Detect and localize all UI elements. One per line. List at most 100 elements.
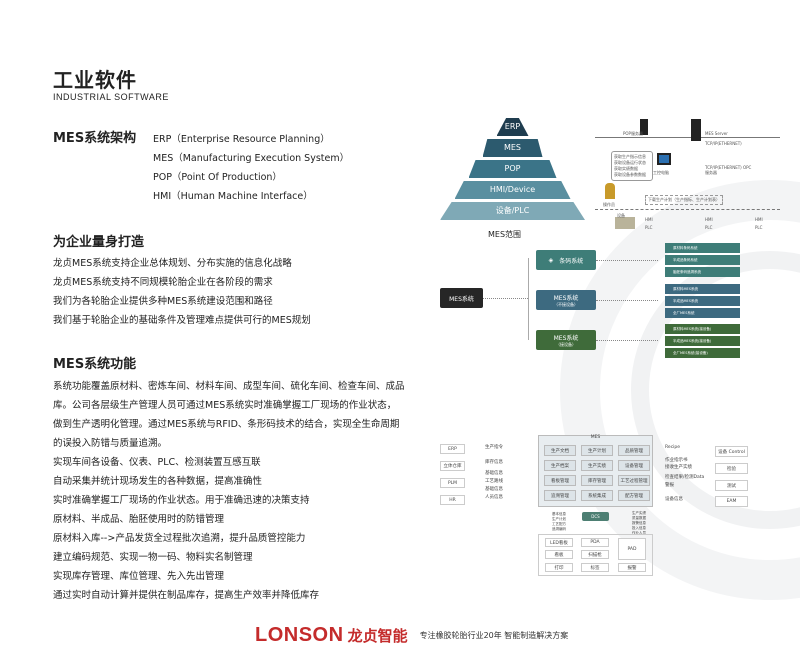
workstation-label: 工控电脑 — [653, 170, 669, 175]
functions-paragraph: 系统功能覆盖原材料、密炼车间、材料车间、成型车间、硫化车间、检查车间、成品库。公… — [53, 381, 405, 449]
list-item: 通过实时自动计算并提供在制品库存，提高生产效率并降低库存 — [53, 590, 320, 601]
pyramid-level-mes: MES — [482, 139, 543, 157]
device-item: 看板 — [545, 550, 573, 559]
plc-label: PLC — [755, 225, 763, 230]
mes-module: 生产文档 — [544, 445, 576, 456]
flow-label: 生产指令 — [485, 445, 503, 450]
external-system: HR — [440, 495, 465, 505]
list-item: 我们为各轮胎企业提供多种MES系统建设范围和路径 — [53, 296, 273, 307]
custom-list: 龙贞MES系统支持企业总体规划、分布实施的信息化战略 龙贞MES系统支持不同规模… — [53, 254, 403, 330]
external-system: 检验 — [715, 463, 748, 474]
list-item: 建立编码规范、实现一物一码、物料实名制管理 — [53, 552, 253, 563]
pyramid-level-hmi: HMI/Device — [454, 181, 571, 199]
list-item: MES（Manufacturing Execution System） — [153, 153, 350, 164]
architecture-heading: MES系统架构 — [53, 131, 137, 146]
flow-label: 生产计划 — [552, 517, 566, 521]
footer: LONSON 龙贞智能 专注橡胶轮胎行业20年 智能制造解决方案 — [255, 624, 568, 647]
mes-module: 设备管理 — [618, 460, 650, 471]
mes-server-label: MES Server — [705, 131, 728, 136]
list-item: 龙贞MES系统支持不同规模轮胎企业在各阶段的需求 — [53, 277, 273, 288]
note: 获取设备参数数据 — [614, 172, 646, 177]
pyramid-level-pop: POP — [468, 160, 557, 178]
device-item: 扫描枪 — [581, 550, 609, 559]
external-system: 测试 — [715, 480, 748, 491]
branch-sublabel: （接设备） — [556, 341, 576, 347]
hmi-label: HMI — [705, 217, 713, 222]
protocol-label: TCP/IP(ETHERNET) OPC服务器 — [705, 165, 752, 175]
mes-function-diagram: ERP 立体仓库 PLM HR 生产指令 库存信息 基础信息 工艺路线 基础信息… — [440, 432, 750, 577]
background-arc — [560, 180, 800, 600]
page-subtitle: INDUSTRIAL SOFTWARE — [53, 92, 169, 102]
background-arcs — [560, 180, 800, 600]
logo-cn: 龙贞智能 — [347, 627, 408, 645]
tree-leaf: 半成品MES系统(接设备) — [665, 336, 740, 346]
list-item: 原材料、半成品、胎胚使用时的防错管理 — [53, 514, 225, 525]
flow-label: 追溯编码 — [552, 527, 566, 531]
flow-label: 设备信息 — [665, 497, 683, 502]
flow-label: 基本信息 — [552, 512, 566, 516]
pyramid-level-device: 设备/PLC — [440, 202, 585, 220]
workstation-icon — [657, 153, 671, 165]
flow-label: 检查结果/检测Data — [665, 475, 705, 480]
flow-label: 报警信息 — [632, 521, 646, 525]
flow-label: 作业人员 — [632, 531, 646, 535]
mes-module: 工艺过程管理 — [618, 475, 650, 486]
down-flow-left: 基本信息生产计划工艺配方追溯编码 — [552, 512, 566, 532]
flow-label: 警报 — [665, 483, 674, 488]
flow-label: 工艺配方 — [552, 522, 566, 526]
device-item: PAD — [618, 538, 646, 560]
tree-leaf: 全厂MES系统(接设备) — [665, 348, 740, 358]
pyramid-level-erp: ERP — [496, 118, 529, 136]
mes-module: 生产实绩 — [581, 460, 613, 471]
flow-label: Recipe — [665, 445, 681, 450]
device-item: LED看板 — [545, 538, 573, 547]
server-icon — [640, 119, 648, 135]
plc-label: PLC — [705, 225, 713, 230]
list-item: POP（Point Of Production） — [153, 172, 282, 183]
tree-leaf: 胎胚条码追溯系统 — [665, 267, 740, 277]
list-item: 实时准确掌握工厂现场的作业状态。用于准确迅速的决策支持 — [53, 495, 310, 506]
hmi-label: HMI — [755, 217, 763, 222]
custom-heading: 为企业量身打造 — [53, 235, 145, 250]
external-system: 立体仓库 — [440, 461, 465, 471]
branch-label: 条码系统 — [559, 257, 584, 265]
external-system: EAM — [715, 496, 748, 507]
flow-label: 库存信息 — [485, 460, 503, 465]
plc-label: PLC — [645, 225, 653, 230]
logo: LONSON — [255, 624, 344, 646]
functions-list: 实现车间各设备、仪表、PLC、检测装置互感互联 自动采集并统计现场发生的各种数据… — [53, 453, 403, 605]
flow-label: 接收生产实绩 — [665, 465, 692, 470]
tree-leaf: 原材料MES系统 — [665, 284, 740, 294]
list-item: 我们基于轮胎企业的基础条件及管理难点提供可行的MES规划 — [53, 315, 311, 326]
slogan: 专注橡胶轮胎行业20年 智能制造解决方案 — [419, 631, 569, 640]
branch-label: MES系统 — [553, 334, 579, 342]
mes-module: 系统集成 — [581, 490, 613, 501]
mes-system-tree: MES系统 ◈条码系统 MES系统（不接设备） MES系统（接设备） 原材料条码… — [440, 240, 740, 362]
flow-label: 基础信息 — [485, 471, 503, 476]
tree-root: MES系统 — [440, 288, 483, 308]
tree-leaf: 原材料MES系统(接设备) — [665, 324, 740, 334]
list-item: 实现库存管理、库位管理、先入先出管理 — [53, 571, 225, 582]
dispatch-label: 下载生产计划（生产指标、生产计划表） — [645, 195, 723, 205]
flow-label: 基础信息 — [485, 487, 503, 492]
server-icon — [691, 119, 701, 141]
list-item: 实现车间各设备、仪表、PLC、检测装置互感互联 — [53, 457, 261, 468]
mes-module: 库存管理 — [581, 475, 613, 486]
external-system: 设备 Control — [715, 446, 748, 457]
notes-box: 获取生产指示信息 获取设备运行状态 获取实绩数据 获取设备参数数据 — [611, 151, 653, 181]
operator-label: 操作员 — [603, 202, 615, 207]
network-diagram: POP服务器 MES Server TCP/IP(ETHERNET) TCP/I… — [595, 115, 785, 240]
list-item: HMI（Human Machine Interface） — [153, 191, 313, 202]
device-label: 设备 — [617, 213, 625, 218]
mes-module: 看板管理 — [544, 475, 576, 486]
mes-title: MES — [590, 435, 601, 440]
device-item: 打印 — [545, 563, 573, 572]
mes-module: 追溯管理 — [544, 490, 576, 501]
branch-mes-device: MES系统（接设备） — [536, 330, 596, 350]
pop-server-label: POP服务器 — [623, 131, 643, 136]
down-flow-right: 生产实绩质量数据报警信息投入信息作业人员 — [632, 511, 646, 536]
flow-label: 质量数据 — [632, 516, 646, 520]
protocol-label: TCP/IP(ETHERNET) — [705, 141, 742, 146]
tree-leaf: 半成品MES系统 — [665, 296, 740, 306]
tree-leaf: 原材料条码系统 — [665, 243, 740, 253]
